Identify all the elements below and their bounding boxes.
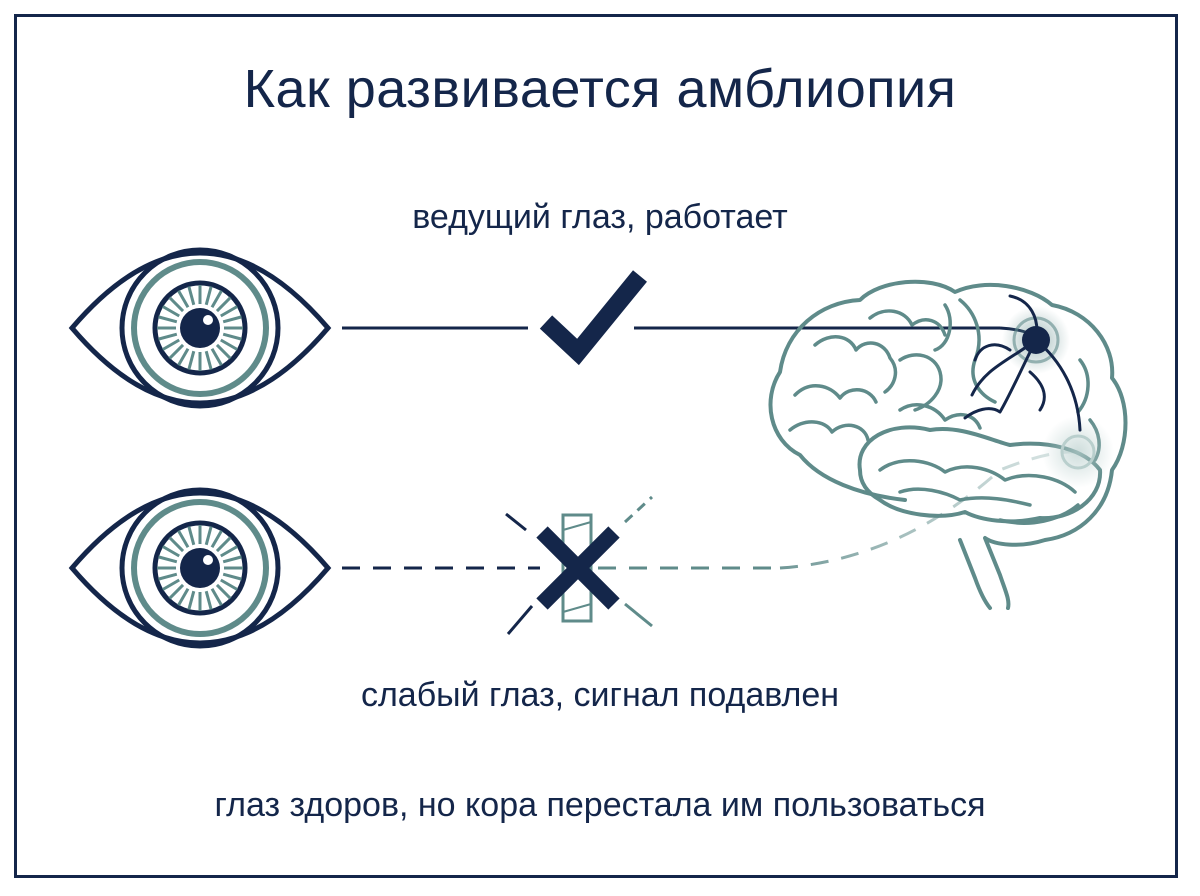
diagram-title: Как развивается амблиопия bbox=[243, 59, 957, 119]
dominant-signal-line bbox=[342, 326, 1038, 341]
diagram-frame bbox=[14, 14, 1178, 878]
brain-icon bbox=[768, 279, 1128, 610]
checkmark-icon bbox=[539, 270, 647, 366]
cross-icon bbox=[505, 495, 654, 635]
weak-eye-label: слабый глаз, сигнал подавлен bbox=[360, 676, 840, 714]
footer-caption: глаз здоров, но кора перестала им пользо… bbox=[214, 786, 986, 824]
dominant-eye-label: ведущий глаз, работает bbox=[412, 198, 788, 236]
eye-icon bbox=[68, 247, 332, 409]
eye-icon bbox=[68, 487, 332, 649]
weak-signal-line bbox=[342, 450, 1079, 570]
